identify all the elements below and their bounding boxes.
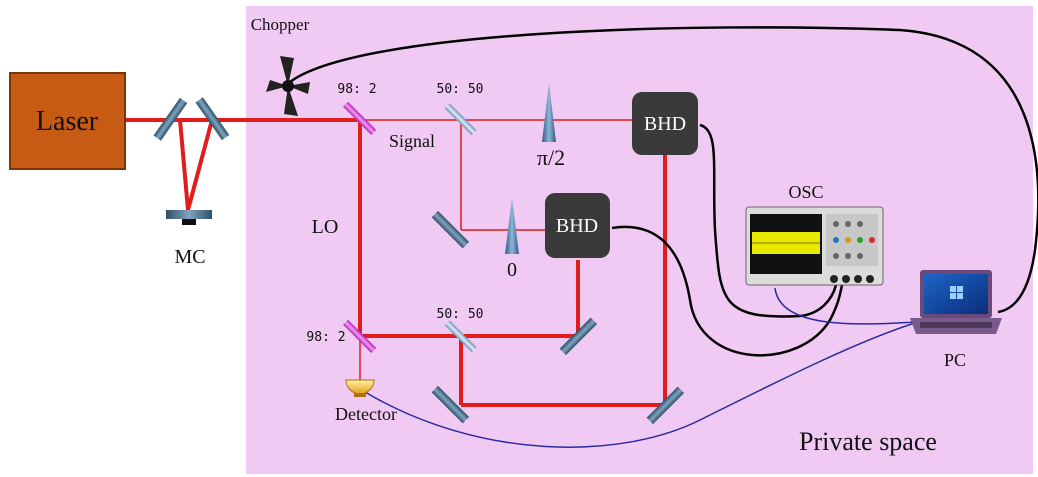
laser-box — [9, 72, 126, 170]
detector-label: Detector — [335, 404, 397, 424]
bhd-mid-label: BHD — [556, 215, 598, 237]
bhd-mid — [545, 193, 610, 258]
mc-mirrors — [153, 97, 230, 225]
mc-label: MC — [174, 246, 205, 268]
chopper-label: Chopper — [251, 15, 310, 34]
mirror-bottom-right — [646, 386, 685, 425]
mirror-signal-lower — [431, 210, 470, 249]
phase-zero-label: 0 — [507, 259, 517, 281]
private-space-region — [246, 6, 1033, 474]
black-cables — [289, 26, 1038, 357]
beam-splitter-50-50-bottom — [444, 320, 477, 353]
chopper-icon — [266, 56, 310, 116]
ratio-50-50-top: 50: 50 — [437, 82, 484, 97]
mode-cleaner-icon — [166, 210, 212, 219]
beam-paths — [126, 118, 667, 407]
osc-label: OSC — [788, 182, 823, 202]
ratio-98-2-bottom: 98: 2 — [306, 330, 345, 345]
photodetector-icon — [345, 379, 375, 397]
private-space-label: Private space — [799, 427, 937, 456]
phase-wedge-zero — [505, 198, 519, 254]
beam-splitter-50-50-top — [444, 103, 477, 136]
beam-splitter-98-2-top — [343, 101, 377, 135]
mirror-bottom-left — [431, 385, 470, 424]
bhd-top — [632, 92, 698, 155]
signal-label: Signal — [389, 131, 435, 151]
oscilloscope-icon — [745, 206, 884, 286]
bhd-top-label: BHD — [644, 113, 686, 135]
ratio-98-2-top: 98: 2 — [337, 82, 376, 97]
laser-label: Laser — [36, 106, 99, 137]
phase-pi2-label: π/2 — [537, 145, 565, 170]
laptop-icon — [910, 270, 1002, 334]
mirror-bottom-right-mid — [559, 317, 598, 356]
lo-label: LO — [312, 216, 339, 238]
blue-cables — [364, 287, 919, 448]
beam-splitter-98-2-bottom — [343, 319, 377, 353]
ratio-50-50-bottom: 50: 50 — [437, 307, 484, 322]
pc-label: PC — [944, 350, 966, 370]
phase-wedge-pi2 — [542, 83, 556, 142]
